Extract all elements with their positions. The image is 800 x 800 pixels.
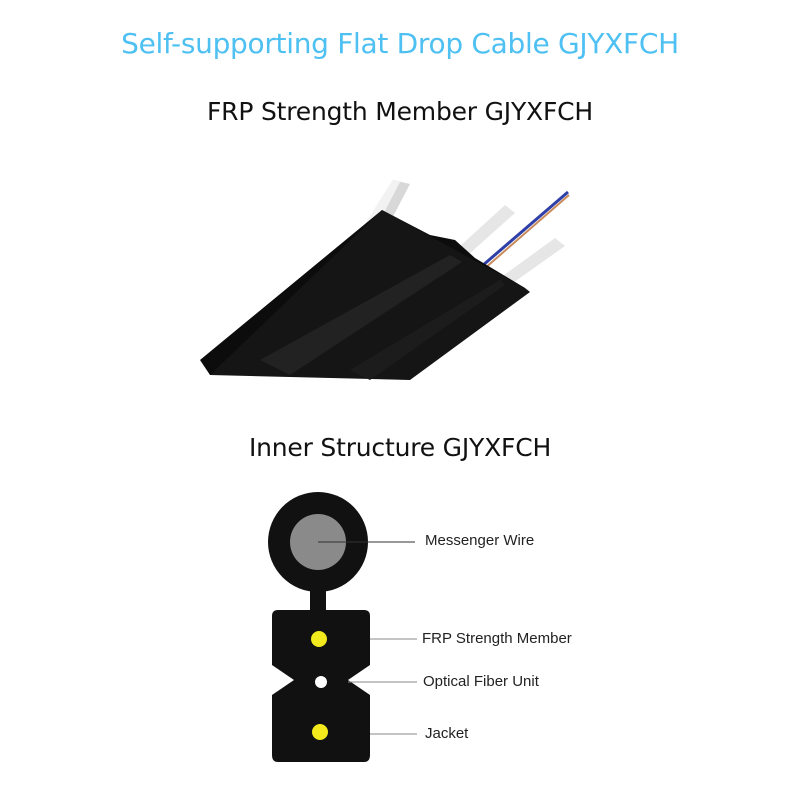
photo-heading: FRP Strength Member GJYXFCH [206, 97, 594, 126]
page-title: Self-supporting Flat Drop Cable GJYXFCH [121, 27, 679, 60]
label-frp-strength-member: FRP Strength Member [422, 630, 572, 647]
label-messenger-wire: Messenger Wire [425, 532, 535, 549]
frp-member-top [311, 631, 327, 647]
label-optical-fiber-unit: Optical Fiber Unit [423, 673, 539, 690]
cross-section-diagram: Messenger Wire FRP Strength Member Optic… [260, 490, 620, 780]
label-jacket: Jacket [425, 725, 469, 742]
cable-photo [200, 180, 570, 380]
structure-heading: Inner Structure GJYXFCH [248, 433, 552, 462]
fiber-unit [315, 676, 327, 688]
frp-member-bottom [312, 724, 328, 740]
